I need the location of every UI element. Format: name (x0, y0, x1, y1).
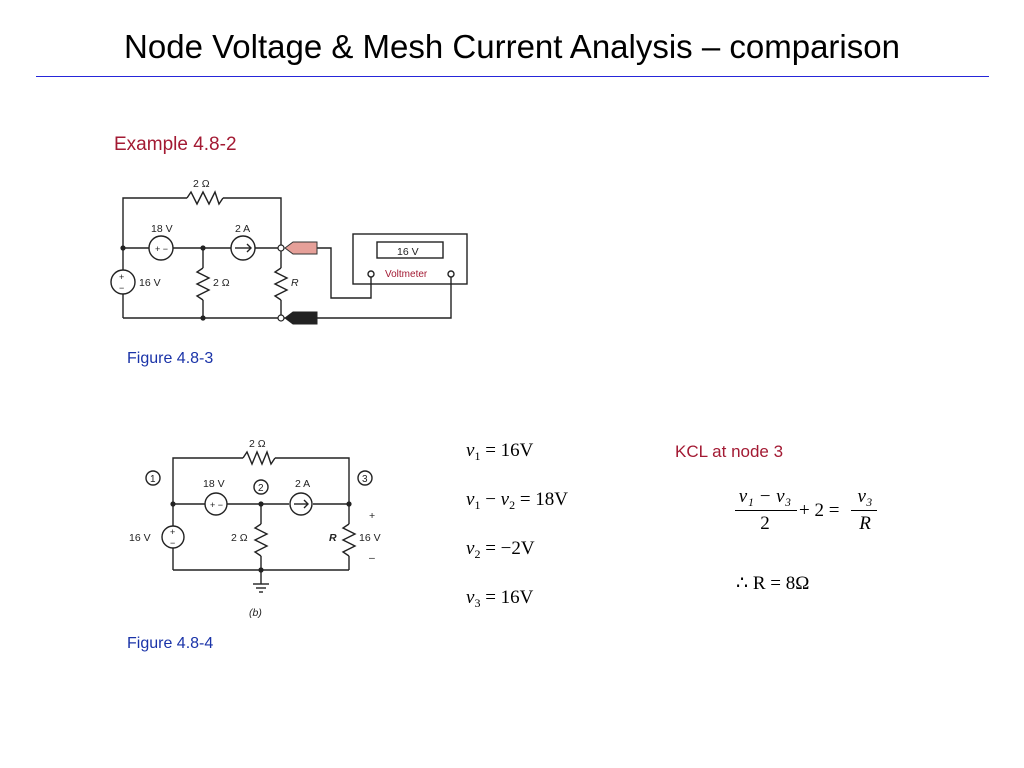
equation-v1: v1 = 16V (466, 440, 534, 463)
subfigure-label: (b) (249, 607, 262, 619)
equation-v1-minus-v2: v1 − v2 = 18V (466, 489, 569, 512)
label-16v-b: 16 V (129, 532, 151, 544)
figure-4-8-4-caption: Figure 4.8-4 (127, 635, 214, 652)
polarity-plus-16v-b: + (170, 527, 175, 537)
label-minus-b: – (369, 552, 375, 564)
label-vout-b: 16 V (359, 532, 381, 544)
node-1-label: 1 (150, 474, 156, 485)
polarity-plus-minus-18v-b: + − (210, 500, 223, 510)
kcl-fraction-bar-right (851, 510, 877, 511)
kcl-numerator-left: v₁ − v₃ (738, 486, 792, 507)
label-plus-b: + (369, 510, 375, 522)
kcl-result: ∴ R = 8Ω (736, 573, 810, 594)
equation-v2: v2 = −2V (466, 538, 535, 561)
label-r-mid-b: 2 Ω (231, 532, 248, 544)
voltmeter-reading: 16 V (397, 246, 419, 258)
example-label: Example 4.8-2 (114, 134, 237, 155)
kcl-denominator-right: R (859, 513, 871, 534)
label-18v-b: 18 V (203, 478, 225, 490)
label-r-mid: 2 Ω (213, 277, 230, 289)
voltmeter-label: Voltmeter (385, 269, 428, 280)
label-r-top: 2 Ω (193, 178, 210, 190)
polarity-minus-16v: − (119, 283, 124, 293)
kcl-numerator-right: v₃ (857, 486, 873, 507)
kcl-denominator-left: 2 (760, 513, 770, 534)
label-r-top-b: 2 Ω (249, 438, 266, 450)
kcl-equation: v₁ − v₃ 2 + 2 = v₃ R (733, 486, 893, 538)
node-3-label: 3 (362, 474, 368, 485)
polarity-plus-minus-18v: + − (155, 244, 168, 254)
polarity-minus-16v-b: − (170, 538, 175, 548)
label-r-var-b: R (329, 532, 337, 544)
kcl-middle: + 2 = (799, 500, 840, 521)
kcl-heading: KCL at node 3 (675, 442, 784, 461)
label-18v: 18 V (151, 223, 173, 235)
label-2a: 2 A (235, 223, 250, 235)
title-underline (36, 76, 989, 77)
figure-4-8-3-caption: Figure 4.8-3 (127, 350, 214, 367)
polarity-plus-16v: + (119, 272, 124, 282)
label-16v: 16 V (139, 277, 161, 289)
figure-4-8-4-circuit: + − + − 2 Ω 18 V 2 A 16 V 2 Ω R 16 V + –… (129, 438, 381, 619)
label-2a-b: 2 A (295, 478, 310, 490)
label-r-var: R (291, 277, 299, 289)
slide-title: Node Voltage & Mesh Current Analysis – c… (124, 28, 900, 65)
node-2-label: 2 (258, 483, 264, 494)
equation-v3: v3 = 16V (466, 587, 534, 610)
kcl-fraction-bar-left (735, 510, 797, 511)
figure-4-8-3-circuit: + − + − 2 Ω 18 V 2 A 16 V 2 Ω R 16 V Vol… (110, 178, 468, 325)
